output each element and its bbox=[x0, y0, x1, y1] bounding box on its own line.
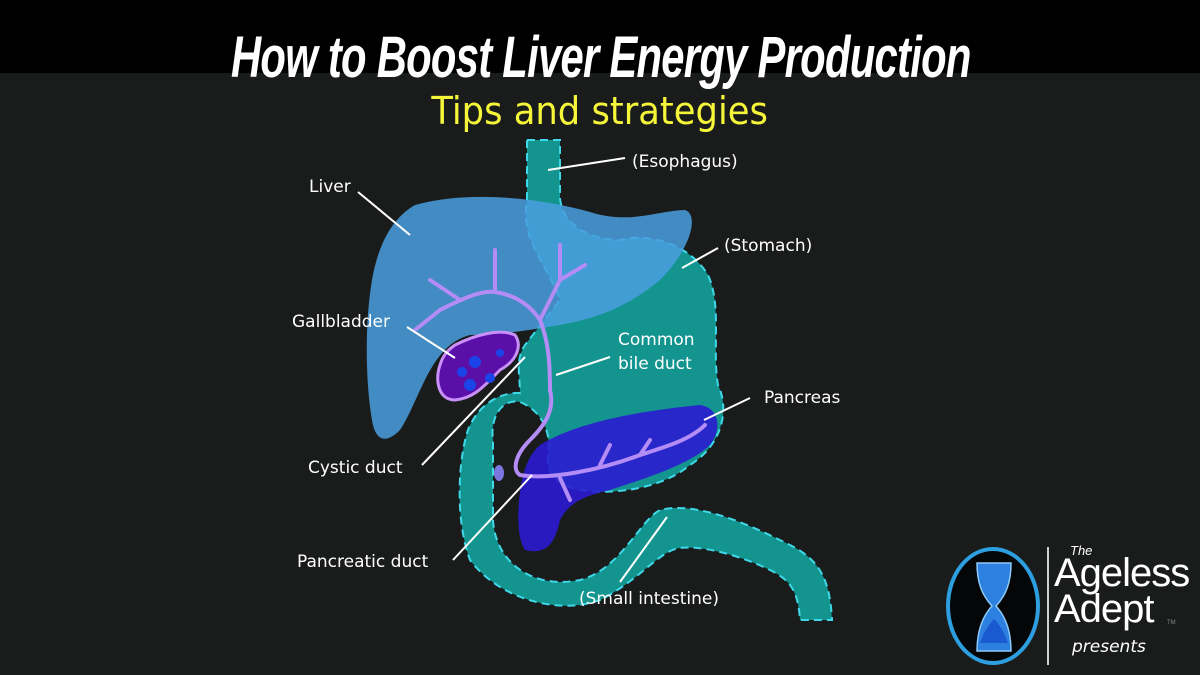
title-band bbox=[0, 0, 1200, 73]
label-esophagus: (Esophagus) bbox=[632, 152, 738, 172]
liver-shape bbox=[366, 196, 692, 439]
logo-the: The bbox=[1070, 543, 1093, 558]
logo-trademark: TM bbox=[1167, 620, 1176, 626]
label-common-bile-duct-1: Common bbox=[618, 330, 695, 350]
logo-ageless: Ageless bbox=[1054, 551, 1190, 595]
logo-presents: presents bbox=[1072, 637, 1146, 657]
logo-divider bbox=[1047, 547, 1049, 665]
hourglass-icon bbox=[976, 562, 1012, 652]
ageless-adept-logo: The Ageless Adept TM presents bbox=[944, 543, 1200, 675]
page-subtitle: Tips and strategies bbox=[431, 89, 768, 133]
label-common-bile-duct-2: bile duct bbox=[618, 354, 692, 374]
page-title: How to Boost Liver Energy Production bbox=[230, 25, 971, 90]
duct-opening bbox=[494, 465, 504, 481]
label-pancreas: Pancreas bbox=[764, 388, 841, 408]
label-cystic-duct: Cystic duct bbox=[308, 458, 403, 478]
gallbladder-shape bbox=[436, 330, 520, 402]
pancreas-shape bbox=[518, 405, 718, 552]
logo-adept: Adept bbox=[1054, 587, 1155, 631]
label-small-intestine: (Small intestine) bbox=[579, 589, 719, 609]
label-liver: Liver bbox=[309, 177, 351, 197]
label-stomach: (Stomach) bbox=[724, 236, 813, 256]
label-gallbladder: Gallbladder bbox=[292, 312, 390, 332]
label-pancreatic-duct: Pancreatic duct bbox=[297, 552, 429, 572]
label-pointer-lines bbox=[357, 157, 751, 583]
